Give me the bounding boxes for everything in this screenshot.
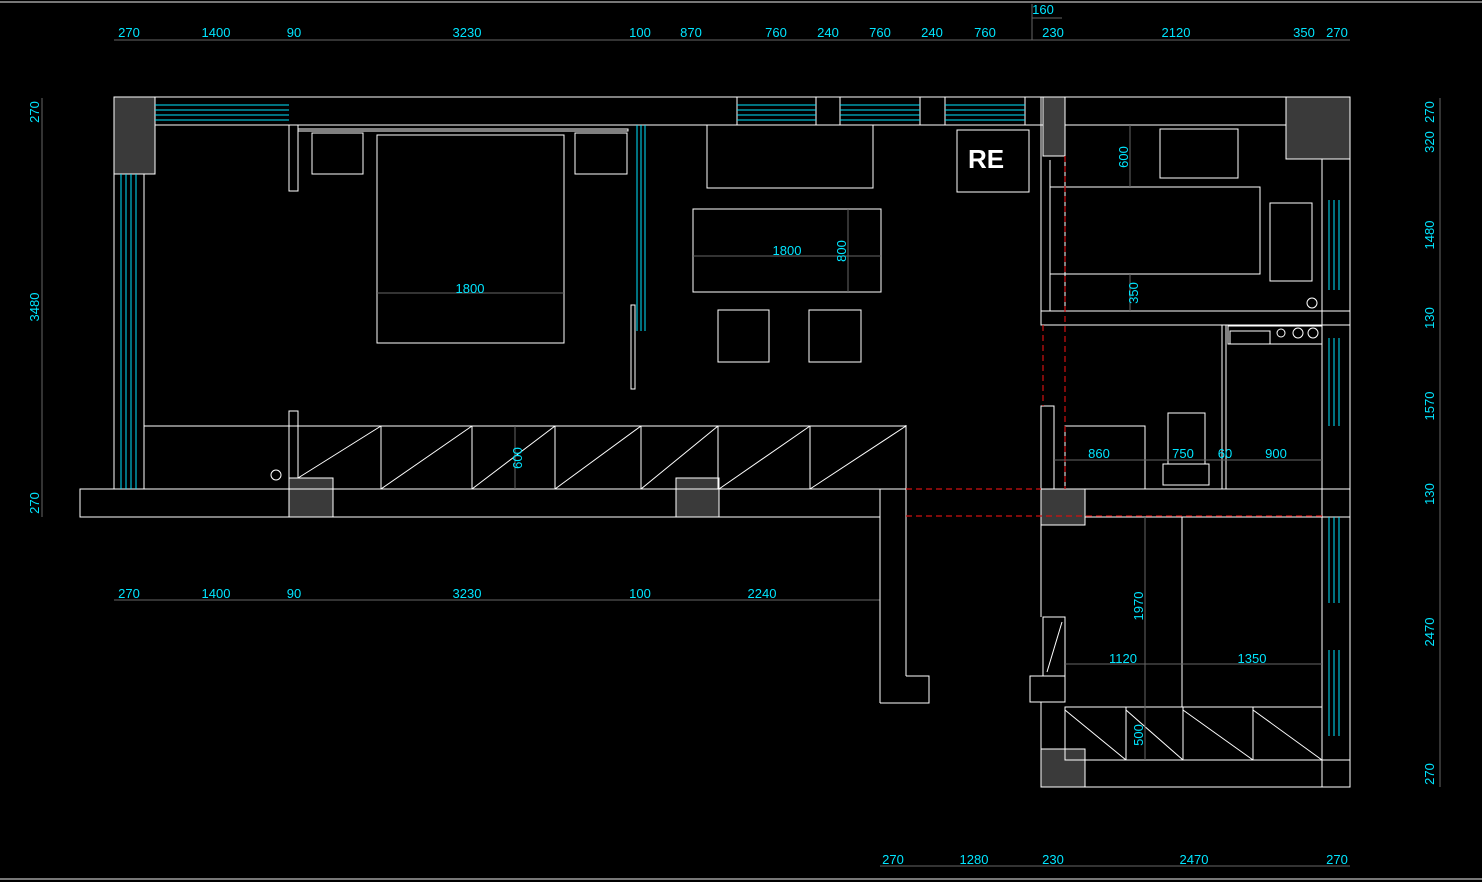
bed-1 bbox=[376, 134, 565, 344]
wardrobe bbox=[143, 425, 907, 490]
top-dim: 90 bbox=[287, 25, 301, 40]
columns bbox=[113, 96, 1351, 788]
dining-table bbox=[692, 208, 882, 293]
bottom-dimensions: 270 1280 230 2470 270 bbox=[882, 852, 1348, 867]
bottom-dim: 2470 bbox=[1180, 852, 1209, 867]
window-top-left bbox=[155, 104, 289, 121]
top-dim: 3230 bbox=[453, 25, 482, 40]
right-dimensions: 270 320 1480 130 1570 130 2470 270 bbox=[1422, 101, 1437, 785]
walls bbox=[79, 96, 1351, 788]
sideboard bbox=[706, 124, 874, 189]
right-dim: 320 bbox=[1422, 131, 1437, 153]
bedroom2-dim-1: 600 bbox=[1116, 146, 1131, 168]
chair-right bbox=[808, 309, 862, 363]
bedroom2-dim-2: 350 bbox=[1126, 282, 1141, 304]
top-dimensions: 270 1400 90 3230 100 870 760 240 760 240… bbox=[118, 2, 1348, 40]
top-dim: 760 bbox=[974, 25, 996, 40]
mid-dim: 1400 bbox=[202, 586, 231, 601]
bed-width-dim: 1800 bbox=[456, 281, 485, 296]
room3-width-2: 1350 bbox=[1238, 651, 1267, 666]
top-dim: 1400 bbox=[202, 25, 231, 40]
bath-dim-750: 750 bbox=[1172, 446, 1194, 461]
table-depth-dim: 800 bbox=[834, 240, 849, 262]
top-dim: 870 bbox=[680, 25, 702, 40]
top-dim: 230 bbox=[1042, 25, 1064, 40]
bottom-dim: 230 bbox=[1042, 852, 1064, 867]
window-left bbox=[120, 174, 137, 489]
nightstand-left bbox=[311, 132, 364, 175]
bath-dim-900: 900 bbox=[1265, 446, 1287, 461]
inner-dimensions: 1800 1800 800 600 600 350 860 750 60 900… bbox=[456, 146, 1287, 746]
room3-width-1: 1120 bbox=[1109, 651, 1137, 666]
wardrobe-depth-dim: 600 bbox=[510, 447, 525, 469]
mid-dimensions: 270 1400 90 3230 100 2240 bbox=[118, 586, 776, 601]
right-dim: 1480 bbox=[1422, 221, 1437, 250]
bath-dim-60: 60 bbox=[1218, 446, 1232, 461]
top-dim-extra: 160 bbox=[1032, 2, 1054, 17]
left-dim: 270 bbox=[27, 101, 42, 123]
right-dim: 1570 bbox=[1422, 392, 1437, 421]
room3-depth-dim: 1970 bbox=[1131, 592, 1146, 621]
right-dim: 130 bbox=[1422, 483, 1437, 505]
top-dim: 240 bbox=[817, 25, 839, 40]
right-dim: 130 bbox=[1422, 307, 1437, 329]
mid-dim: 3230 bbox=[453, 586, 482, 601]
window-top-mid bbox=[736, 96, 1026, 126]
mid-dim: 90 bbox=[287, 586, 301, 601]
demolition-lines bbox=[906, 156, 1322, 517]
windows bbox=[120, 96, 1340, 736]
top-dim: 760 bbox=[869, 25, 891, 40]
mid-dim: 270 bbox=[118, 586, 140, 601]
right-dim: 270 bbox=[1422, 101, 1437, 123]
bottom-dim: 1280 bbox=[960, 852, 989, 867]
inner-dimension-lines bbox=[377, 125, 1322, 760]
bed-2 bbox=[1049, 186, 1261, 275]
door-3 bbox=[1042, 616, 1066, 677]
drain-icon-2 bbox=[1306, 297, 1318, 309]
dimension-lines bbox=[41, 4, 1441, 867]
left-dim: 3480 bbox=[27, 293, 42, 322]
top-dim: 100 bbox=[629, 25, 651, 40]
table-width-dim: 1800 bbox=[773, 243, 802, 258]
vanity bbox=[1227, 325, 1323, 345]
top-dim: 350 bbox=[1293, 25, 1315, 40]
bottom-dim: 270 bbox=[882, 852, 904, 867]
window-right bbox=[1328, 200, 1340, 736]
re-tag: RE bbox=[968, 144, 1004, 174]
chair-left bbox=[717, 309, 770, 363]
left-dim: 270 bbox=[27, 492, 42, 514]
wardrobe-doors bbox=[297, 425, 907, 490]
re-tag-box bbox=[956, 129, 1030, 193]
glass-partition bbox=[636, 125, 646, 331]
bottom-dim: 270 bbox=[1326, 852, 1348, 867]
mid-dim: 100 bbox=[629, 586, 651, 601]
bed-2-side bbox=[1159, 128, 1239, 179]
right-dim: 270 bbox=[1422, 763, 1437, 785]
top-dim: 270 bbox=[118, 25, 140, 40]
top-dim: 760 bbox=[765, 25, 787, 40]
right-dim: 2470 bbox=[1422, 618, 1437, 647]
drain-icon bbox=[270, 469, 282, 481]
wardrobe-3 bbox=[1064, 706, 1323, 761]
left-dimensions: 270 3480 270 bbox=[27, 101, 42, 514]
top-dim: 240 bbox=[921, 25, 943, 40]
bath-dim-860: 860 bbox=[1088, 446, 1110, 461]
top-dim: 2120 bbox=[1162, 25, 1191, 40]
nightstand-right bbox=[574, 132, 628, 175]
desk-2 bbox=[1269, 202, 1313, 282]
top-dim: 270 bbox=[1326, 25, 1348, 40]
room3-cabinet-dim: 500 bbox=[1131, 724, 1146, 746]
furniture: RE bbox=[143, 124, 1323, 761]
mid-dim: 2240 bbox=[748, 586, 777, 601]
